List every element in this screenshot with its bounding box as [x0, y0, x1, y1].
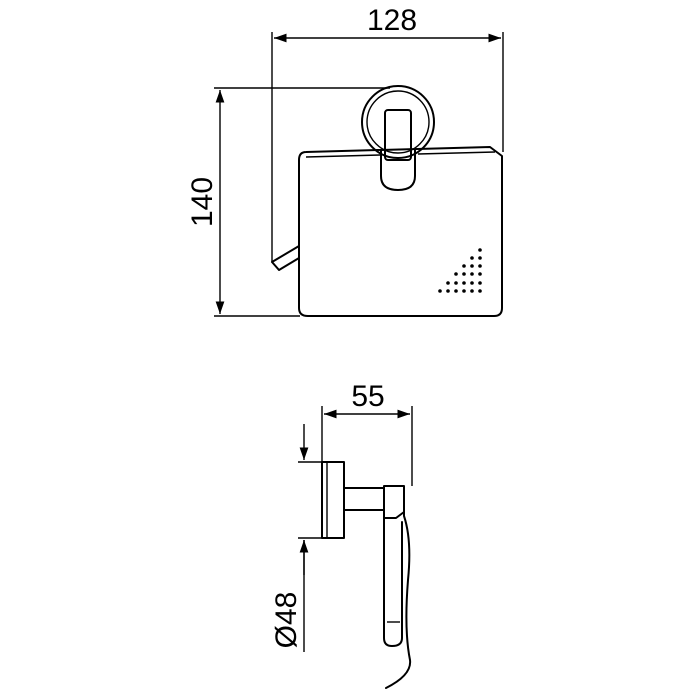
lid-curve	[385, 495, 412, 689]
holder-arm	[380, 149, 416, 191]
height-dimension: 140	[186, 87, 390, 317]
cover-lid	[298, 146, 503, 317]
diameter-dimension-label: Ø48	[270, 592, 303, 649]
rosette-inner-ring	[366, 90, 430, 154]
hinge-block	[383, 485, 405, 519]
paper-spindle	[271, 245, 300, 271]
diameter-dimension: Ø48	[270, 424, 322, 652]
rosette-profile	[321, 461, 345, 539]
connecting-rod	[343, 487, 385, 511]
arm-neck	[384, 109, 412, 161]
width-dimension: 128	[271, 4, 504, 262]
height-dimension-label: 140	[186, 177, 219, 227]
wall-rosette	[361, 85, 435, 159]
depth-dimension-label: 55	[351, 380, 384, 413]
front-view: 128 140	[186, 4, 504, 317]
depth-dimension: 55	[321, 380, 413, 486]
width-dimension-label: 128	[367, 4, 417, 37]
decorative-dots	[438, 248, 482, 293]
side-view: 55 Ø48	[270, 380, 413, 689]
spindle-arm	[383, 517, 403, 647]
